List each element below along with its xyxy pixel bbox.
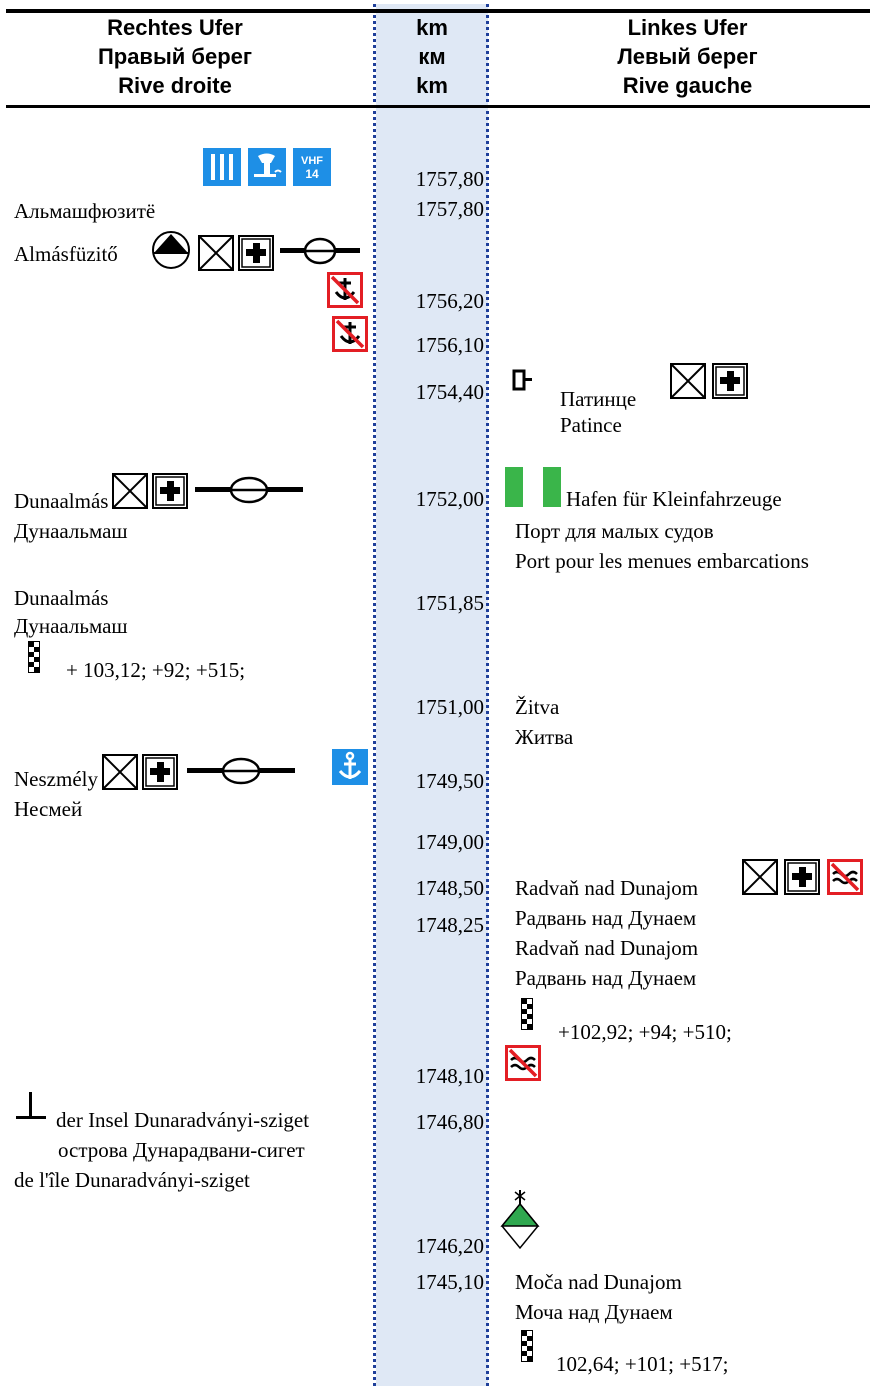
place-name: Patince <box>560 413 622 437</box>
header-top-rule <box>6 9 870 13</box>
customs-icon <box>198 235 234 271</box>
km-value: 1751,85 <box>415 591 484 615</box>
pier-sign <box>248 148 286 186</box>
green-buoy-icon <box>500 1190 540 1256</box>
place-name-ru: Дунаальмаш <box>14 614 128 638</box>
lock-sign <box>203 148 241 186</box>
km-column-right-border <box>486 4 489 1386</box>
place-name-ru: Дунаальмаш <box>14 519 128 543</box>
island-name-ru: острова Дунарадвани-сигет <box>58 1138 305 1162</box>
header-left-bank: Linkes Ufer Левый берег Rive gauche <box>515 13 860 100</box>
vhf-sign-channel: 14 <box>305 167 319 181</box>
km-value: 1746,80 <box>415 1110 484 1134</box>
river-name-ru: Житва <box>515 725 574 749</box>
medical-icon <box>712 363 748 399</box>
gauge-reading: + 103,12; +92; +515; <box>66 658 246 682</box>
place-name: Dunaalmás <box>14 586 109 610</box>
ferry-landing-icon <box>149 228 193 272</box>
place-name: Almásfüzitő <box>14 242 118 266</box>
km-value: 1749,00 <box>415 830 484 854</box>
harbour-label-fr: Port pour les menues embarcations <box>515 549 809 573</box>
gauge-reading: +102,92; +94; +510; <box>558 1020 732 1044</box>
medical-icon <box>238 235 274 271</box>
km-column-band <box>376 4 488 1386</box>
place-name-ru: Альмашфюзитё <box>14 199 156 223</box>
customs-icon <box>742 859 778 895</box>
no-wash-sign <box>827 859 863 895</box>
km-value: 1756,10 <box>415 333 484 357</box>
km-value: 1748,50 <box>415 876 484 900</box>
medical-icon <box>142 754 178 790</box>
medical-icon <box>784 859 820 895</box>
km-column-left-border <box>373 4 376 1386</box>
cable-ferry-icon <box>193 475 305 505</box>
no-wash-sign <box>505 1045 541 1081</box>
gauge-icon <box>521 998 533 1030</box>
header-left-bank-fr: Rive gauche <box>622 73 753 98</box>
customs-icon <box>112 473 148 509</box>
header-km-de: km <box>416 15 448 40</box>
island-name-fr: de l'île Dunaradványi-sziget <box>14 1168 250 1192</box>
place-name: Moča nad Dunajom <box>515 1270 682 1294</box>
small-craft-harbour-sign <box>505 467 561 507</box>
header-right-bank: Rechtes Ufer Правый берег Rive droite <box>0 13 350 100</box>
vhf-sign-label: VHF <box>301 155 323 167</box>
km-value: 1749,50 <box>415 769 484 793</box>
place-name: Radvaň nad Dunajom <box>515 936 699 960</box>
place-name-ru: Патинце <box>560 387 637 411</box>
header-right-bank-ru: Правый берег <box>97 44 253 69</box>
km-value: 1751,00 <box>415 695 484 719</box>
island-name-de: der Insel Dunaradványi-sziget <box>56 1108 310 1132</box>
place-name-ru: Радвань над Дунаем <box>515 966 697 990</box>
km-value: 1756,20 <box>415 289 484 313</box>
place-name: Radvaň nad Dunajom <box>515 876 699 900</box>
header-right-bank-de: Rechtes Ufer <box>107 15 243 40</box>
gauge-icon <box>28 641 40 673</box>
km-value: 1748,10 <box>415 1064 484 1088</box>
place-name: Dunaalmás <box>14 489 109 513</box>
river-name: Žitva <box>515 695 560 719</box>
place-name: Neszmély <box>14 767 98 791</box>
km-value: 1754,40 <box>415 380 484 404</box>
header-km-fr: km <box>416 73 448 98</box>
header-bottom-rule <box>6 105 870 108</box>
place-name-ru: Радвань над Дунаем <box>515 906 697 930</box>
place-name-ru: Несмей <box>14 797 83 821</box>
customs-icon <box>102 754 138 790</box>
header-km-ru: км <box>418 44 446 69</box>
header-left-bank-de: Linkes Ufer <box>627 15 748 40</box>
harbour-label-ru: Порт для малых судов <box>515 519 714 543</box>
mooring-bollard-icon <box>512 368 536 392</box>
anchorage-sign <box>332 749 368 785</box>
km-value: 1746,20 <box>415 1234 484 1258</box>
gauge-reading: 102,64; +101; +517; <box>556 1352 729 1376</box>
gauge-icon <box>521 1330 533 1362</box>
cable-ferry-icon <box>278 236 362 266</box>
no-anchoring-sign <box>327 272 363 308</box>
km-value: 1757,80 <box>415 167 484 191</box>
header-left-bank-ru: Левый берег <box>617 44 758 69</box>
no-anchoring-sign <box>332 316 368 352</box>
km-value: 1757,80 <box>415 197 484 221</box>
header-right-bank-fr: Rive droite <box>118 73 232 98</box>
harbour-label-de: Hafen für Kleinfahrzeuge <box>566 487 782 511</box>
header-km: km км km <box>376 13 488 100</box>
medical-icon <box>152 473 188 509</box>
cable-ferry-icon <box>185 756 297 786</box>
place-name-ru: Моча над Дунаем <box>515 1300 673 1324</box>
km-value: 1745,10 <box>415 1270 484 1294</box>
km-value: 1752,00 <box>415 487 484 511</box>
customs-icon <box>670 363 706 399</box>
km-value: 1748,25 <box>415 913 484 937</box>
landmark-cross-icon <box>14 1092 48 1120</box>
